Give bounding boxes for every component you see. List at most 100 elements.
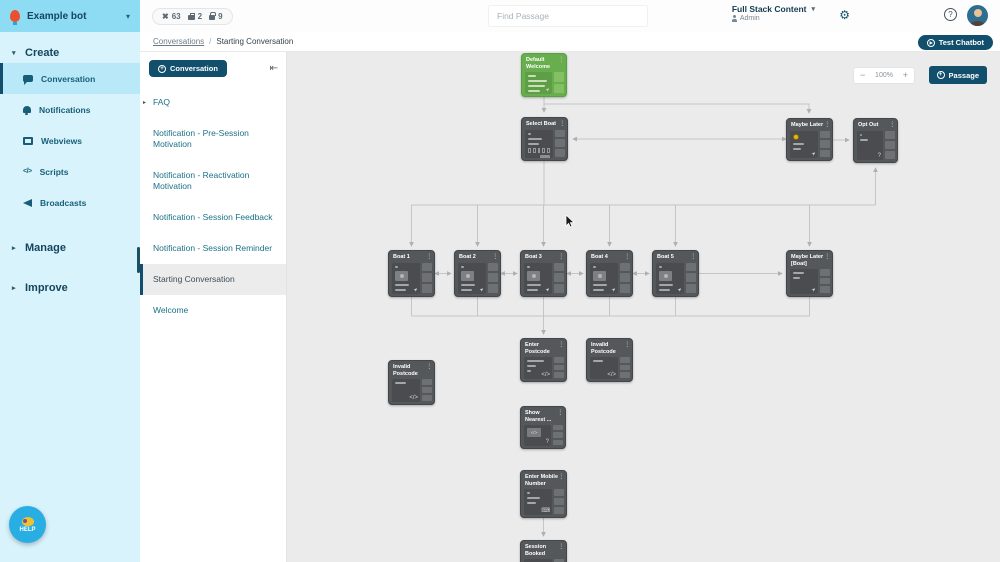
sidebar-item-label: Conversation: [41, 73, 96, 84]
kebab-menu-icon[interactable]: ⋮: [426, 363, 433, 370]
help-button[interactable]: HELP: [9, 506, 46, 543]
add-passage-button[interactable]: + Passage: [928, 66, 987, 84]
test-chatbot-button[interactable]: ▶ Test Chatbot: [917, 35, 993, 50]
conversation-list-item[interactable]: Notification - Pre-Session Motivation: [140, 118, 286, 160]
sidebar-section-manage[interactable]: ▸ Manage: [0, 218, 140, 258]
content-line: [395, 288, 406, 291]
kebab-menu-icon[interactable]: ⋮: [492, 253, 499, 260]
new-conversation-button[interactable]: + Conversation: [149, 60, 227, 77]
question-help-icon[interactable]: ?: [944, 8, 957, 21]
content-line: [528, 85, 545, 87]
content-line: [528, 75, 537, 77]
flow-node-maybe-later-boat[interactable]: Maybe Later [Boat]⋮➤: [786, 250, 833, 297]
flow-edges: [409, 97, 878, 537]
sidebar-section-improve[interactable]: ▸ Improve: [0, 258, 140, 298]
flow-node-session-booked[interactable]: Session Booked⋮: [520, 540, 567, 562]
sidebar-item-notifications[interactable]: Notifications: [0, 94, 140, 125]
flow-node-boat-2[interactable]: Boat 2⋮➤: [454, 250, 501, 297]
gear-icon[interactable]: ⚙: [839, 8, 850, 22]
node-body: ➤: [525, 72, 552, 94]
flow-node-invalid-postcode-2[interactable]: Invalid Postcode⋮</>: [586, 338, 633, 382]
quick-replies-row: [528, 147, 550, 153]
x-icon: ✖: [162, 11, 169, 21]
kebab-menu-icon[interactable]: ⋮: [558, 253, 565, 260]
code-icon: </>: [607, 372, 616, 378]
plus-icon: +: [158, 64, 166, 73]
flow-node-boat-5[interactable]: Boat 5⋮➤: [652, 250, 699, 297]
flow-canvas[interactable]: Default Welcome⋮➤Select Boat⋮Maybe Later…: [287, 52, 1000, 562]
conversation-list-item[interactable]: Notification - Reactivation Motivation: [140, 160, 286, 202]
sidebar: Example bot ▾ ▾ Create Conversation Noti…: [0, 0, 140, 562]
kebab-menu-icon[interactable]: ⋮: [558, 56, 565, 63]
flow-node-enter-postcode[interactable]: Enter Postcode⋮</>: [520, 338, 567, 382]
kebab-menu-icon[interactable]: ⋮: [558, 473, 565, 480]
conversation-list-item[interactable]: Starting Conversation: [140, 264, 286, 295]
node-attachments-rail: [422, 262, 432, 295]
sidebar-item-label: Notifications: [39, 104, 91, 115]
keyboard-icon: ⌨: [541, 508, 550, 514]
kebab-menu-icon[interactable]: ⋮: [426, 253, 433, 260]
conversation-list-item[interactable]: Notification - Session Feedback: [140, 202, 286, 233]
collapse-panel-icon[interactable]: ⇤: [269, 63, 278, 74]
content-line: [793, 272, 804, 274]
sidebar-item-label: Broadcasts: [40, 197, 87, 208]
caret-right-icon: ▸: [12, 245, 16, 252]
kebab-menu-icon[interactable]: ⋮: [624, 253, 631, 260]
breadcrumb-conversations-link[interactable]: Conversations: [153, 37, 205, 46]
conversation-list-item[interactable]: Notification - Session Reminder: [140, 233, 286, 264]
kebab-menu-icon[interactable]: ⋮: [824, 121, 831, 128]
bot-selector[interactable]: Example bot ▾: [0, 0, 140, 32]
content-line: [527, 365, 536, 367]
kebab-menu-icon[interactable]: ⋮: [624, 341, 631, 348]
flow-node-select-boat[interactable]: Select Boat⋮: [521, 117, 568, 161]
kebab-menu-icon[interactable]: ⋮: [824, 253, 831, 260]
sidebar-item-conversation[interactable]: Conversation: [0, 63, 140, 94]
node-attachments-rail: [553, 425, 563, 446]
image-thumbnail: [659, 270, 672, 281]
account-menu[interactable]: Full Stack Content ▾ Admin: [731, 4, 815, 22]
flow-node-default-welcome[interactable]: Default Welcome⋮➤: [521, 53, 567, 97]
flow-node-boat-1[interactable]: Boat 1⋮➤: [388, 250, 435, 297]
node-attachments-rail: [820, 130, 830, 159]
flow-node-maybe-later[interactable]: Maybe Later⋮➤: [786, 118, 833, 161]
kebab-menu-icon[interactable]: ⋮: [557, 409, 564, 416]
flow-node-boat-3[interactable]: Boat 3⋮➤: [520, 250, 567, 297]
zoom-in-button[interactable]: +: [902, 70, 908, 80]
flow-node-enter-mobile-number[interactable]: Enter Mobile Number⋮⌨: [520, 470, 567, 518]
content-line: [659, 288, 670, 291]
kebab-menu-icon[interactable]: ⋮: [558, 341, 565, 348]
find-passage-input[interactable]: [488, 5, 648, 27]
plus-icon: +: [936, 71, 945, 79]
cursor-icon: ➤: [610, 286, 618, 294]
kebab-menu-icon[interactable]: ⋮: [558, 543, 565, 550]
balloon-logo-icon: [10, 10, 20, 25]
topbar: ✖ 63 2 9 Full Stack Content ▾ Admin ⚙: [140, 0, 1000, 32]
content-line: [528, 132, 532, 135]
chevron-down-icon[interactable]: ▾: [125, 11, 130, 21]
sidebar-item-webviews[interactable]: Webviews: [0, 125, 140, 156]
sidebar-scrollbar[interactable]: [137, 247, 140, 273]
conversation-list-item[interactable]: ▸FAQ: [140, 87, 286, 118]
sidebar-section-create[interactable]: ▾ Create: [0, 32, 140, 63]
conversation-list-item[interactable]: Welcome: [140, 295, 286, 326]
content-line: [860, 138, 869, 141]
flow-node-boat-4[interactable]: Boat 4⋮➤: [586, 250, 633, 297]
sidebar-item-broadcasts[interactable]: Broadcasts: [0, 187, 140, 218]
breadcrumb-separator: /: [209, 37, 212, 46]
kebab-menu-icon[interactable]: ⋮: [690, 253, 697, 260]
kebab-menu-icon[interactable]: ⋮: [889, 121, 896, 128]
flow-node-show-nearest[interactable]: Show Nearest ...⋮</>?: [520, 406, 566, 449]
image-thumbnail: [395, 270, 408, 281]
kebab-menu-icon[interactable]: ⋮: [559, 120, 566, 127]
sidebar-item-scripts[interactable]: </> Scripts: [0, 156, 140, 187]
account-role: Admin: [739, 15, 760, 22]
mouse-cursor: [565, 215, 576, 227]
play-icon: ▶: [926, 38, 935, 47]
flow-node-invalid-postcode-1[interactable]: Invalid Postcode⋮</>: [388, 360, 435, 405]
avatar[interactable]: [967, 5, 988, 26]
bot-name: Example bot: [27, 10, 87, 22]
node-title: Boat 2: [459, 254, 476, 260]
zoom-out-button[interactable]: −: [860, 70, 866, 80]
flow-node-opt-out[interactable]: Opt Out⋮?: [853, 118, 898, 163]
